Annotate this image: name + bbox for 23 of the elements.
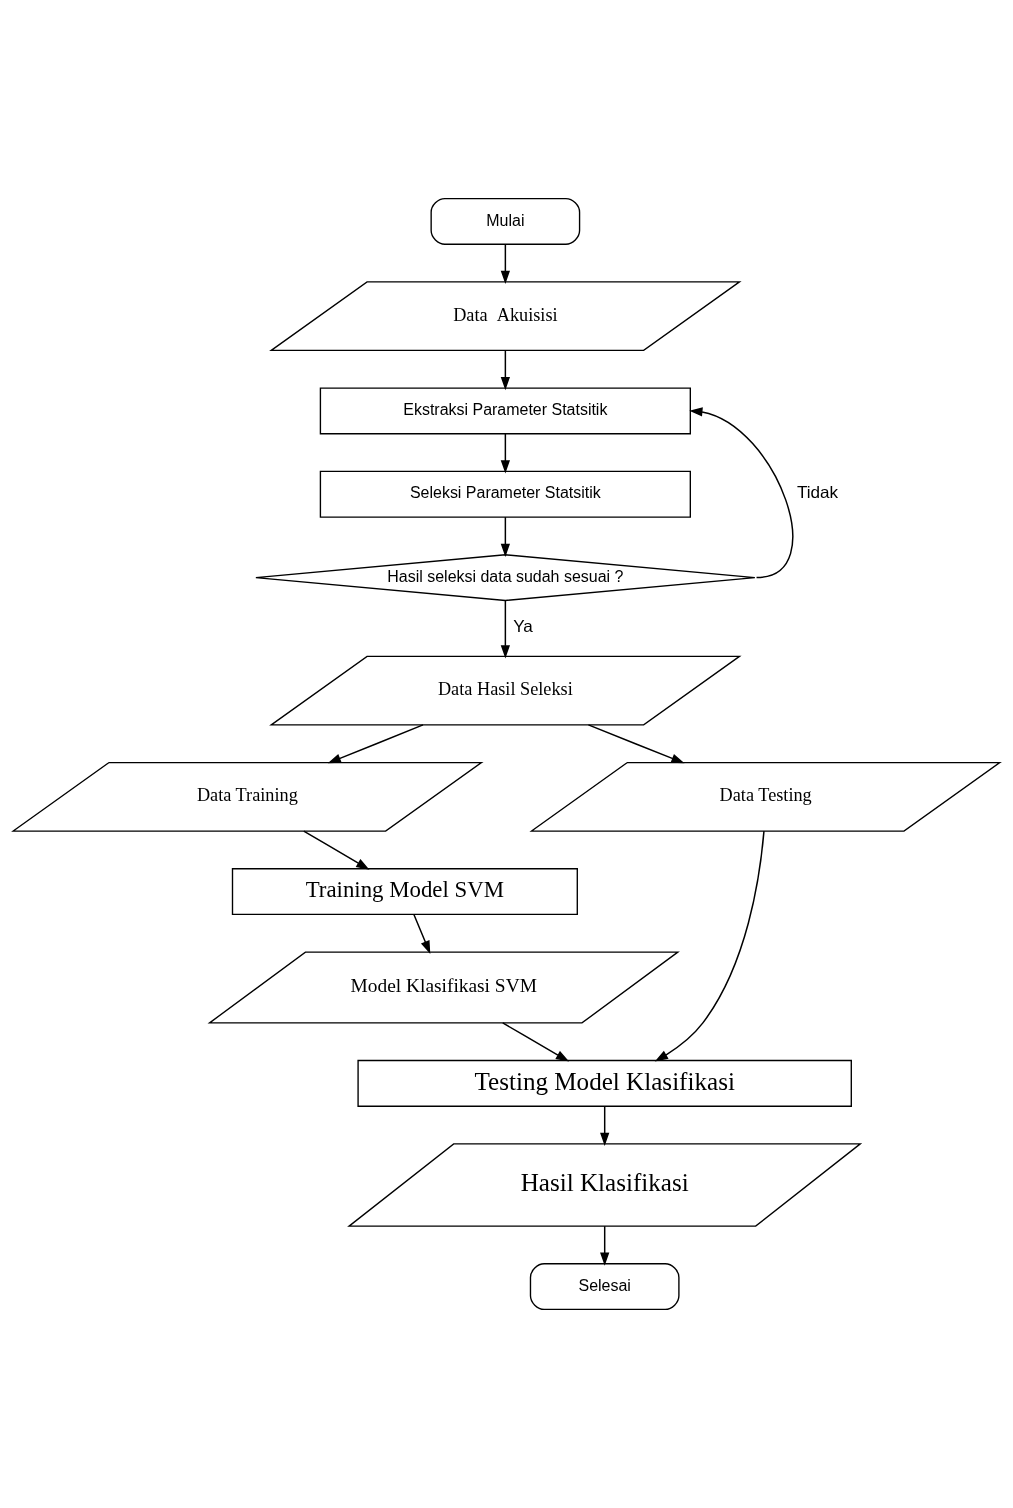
arrow [303,830,370,870]
arrow [587,724,685,764]
arrow [502,1022,570,1062]
arrow [500,349,510,391]
node-diamond: Hasil seleksi data sudah sesuai ? [255,554,756,602]
node-box: Training Model SVM [231,868,578,916]
arrow [600,1105,610,1147]
arrow [500,599,510,659]
node-box: Ekstraksi Parameter Statsitik [319,387,691,435]
arrow [600,1225,610,1266]
arrow [500,516,510,557]
node-box: Testing Model Klasifikasi [357,1059,852,1107]
edge-label: Ya [513,617,533,637]
node-box: Selesai [529,1263,680,1311]
edge-label: Tidak [796,483,839,503]
arrow [500,433,510,474]
node-box: Mulai [430,197,581,245]
arrow [500,243,510,284]
node-box: Seleksi Parameter Statsitik [319,470,691,518]
arrow [654,830,765,1062]
arrow [689,407,794,579]
arrow [327,724,424,764]
arrow [413,913,431,954]
